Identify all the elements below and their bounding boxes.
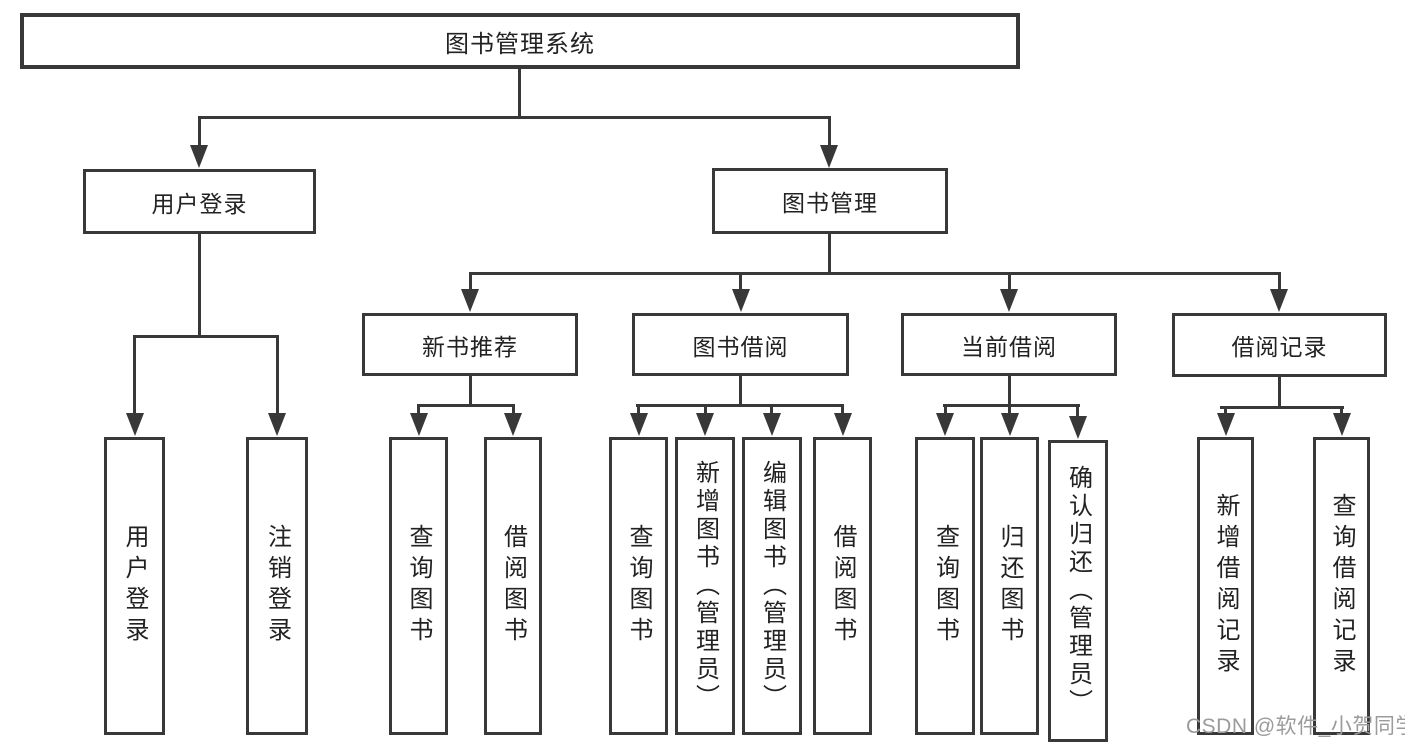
arrowhead-b2 [504, 413, 522, 436]
connector-new-book-stub [469, 374, 472, 406]
node-book-management: 图书管理 [712, 168, 948, 234]
arrowhead-book-borrow [732, 289, 750, 312]
leaf-query-books-current: 查询图书 [915, 437, 975, 735]
leaf-borrow-books-recommend: 借阅图书 [484, 437, 542, 735]
arrowhead-d2 [1001, 413, 1019, 436]
arrowhead-new-book [461, 289, 479, 312]
leaf-query-books-borrow: 查询图书 [609, 437, 668, 735]
connector-drop-e2 [1340, 406, 1343, 416]
connector-drop-c4 [841, 404, 844, 416]
arrowhead-c3 [763, 413, 781, 436]
node-borrow-records: 借阅记录 [1172, 313, 1387, 377]
arrowhead-user-login [190, 145, 208, 168]
connector-root-stub [518, 68, 521, 118]
leaf-confirm-return-admin: 确认归还（管理员） [1048, 440, 1108, 742]
connector-drop-current-borrow [1008, 272, 1011, 292]
arrowhead-current-borrow [1000, 289, 1018, 312]
connector-book-management-stub [828, 234, 831, 274]
connector-drop-d2 [1008, 404, 1011, 416]
connector-borrow-records-stub [1278, 377, 1281, 408]
arrowhead-c2 [696, 413, 714, 436]
connector-drop-user-login [198, 116, 201, 148]
node-root-system: 图书管理系统 [20, 13, 1020, 69]
arrowhead-book-management [820, 145, 838, 168]
arrowhead-leaf-login [126, 413, 144, 436]
node-new-book-recommend: 新书推荐 [362, 313, 578, 376]
connector-drop-leaf-logout [276, 335, 279, 415]
arrowhead-leaf-logout [268, 413, 286, 436]
leaf-logout: 注销登录 [246, 437, 308, 735]
connector-current-borrow-bar [943, 404, 1080, 407]
arrowhead-d1 [936, 413, 954, 436]
connector-drop-book-management [828, 116, 831, 148]
connector-current-borrow-stub [1008, 376, 1011, 406]
arrowhead-d3 [1069, 416, 1087, 439]
connector-level3-bar [469, 272, 1281, 275]
connector-drop-c1 [637, 404, 640, 416]
connector-drop-b2 [512, 404, 515, 416]
watermark: CSDN @软件_小贺同学 [1186, 715, 1405, 738]
node-current-borrow: 当前借阅 [901, 313, 1117, 376]
connector-drop-leaf-login [133, 335, 136, 415]
connector-drop-d1 [944, 404, 947, 416]
leaf-add-book-admin: 新增图书（管理员） [675, 437, 735, 735]
leaf-edit-book-admin: 编辑图书（管理员） [742, 437, 802, 735]
leaf-query-books-recommend: 查询图书 [389, 437, 448, 735]
node-book-borrow: 图书借阅 [632, 313, 849, 376]
leaf-borrow-books: 借阅图书 [813, 437, 872, 735]
connector-drop-c3 [770, 404, 773, 416]
leaf-return-book: 归还图书 [980, 437, 1039, 735]
arrowhead-b1 [410, 413, 428, 436]
arrowhead-c1 [630, 413, 648, 436]
connector-book-borrow-bar [636, 404, 841, 407]
connector-user-login-bar [133, 335, 278, 338]
connector-drop-new-book [469, 272, 472, 292]
node-user-login: 用户登录 [83, 169, 316, 234]
connector-level2-bar [198, 116, 831, 119]
arrowhead-c4 [834, 413, 852, 436]
connector-book-borrow-stub [739, 376, 742, 406]
arrowhead-e1 [1217, 413, 1235, 436]
connector-new-book-bar [417, 404, 515, 407]
connector-user-login-stub [198, 233, 201, 337]
connector-drop-c2 [704, 404, 707, 416]
connector-drop-b1 [417, 404, 420, 416]
arrowhead-borrow-records [1270, 289, 1288, 312]
leaf-query-borrow-record: 查询借阅记录 [1313, 437, 1370, 735]
arrowhead-e2 [1333, 413, 1351, 436]
connector-drop-d3 [1076, 404, 1079, 418]
leaf-user-login: 用户登录 [104, 437, 165, 735]
connector-drop-book-borrow [739, 272, 742, 292]
leaf-add-borrow-record: 新增借阅记录 [1197, 437, 1254, 735]
connector-borrow-records-bar [1220, 406, 1344, 409]
connector-drop-borrow-records [1278, 272, 1281, 292]
connector-drop-e1 [1224, 406, 1227, 416]
